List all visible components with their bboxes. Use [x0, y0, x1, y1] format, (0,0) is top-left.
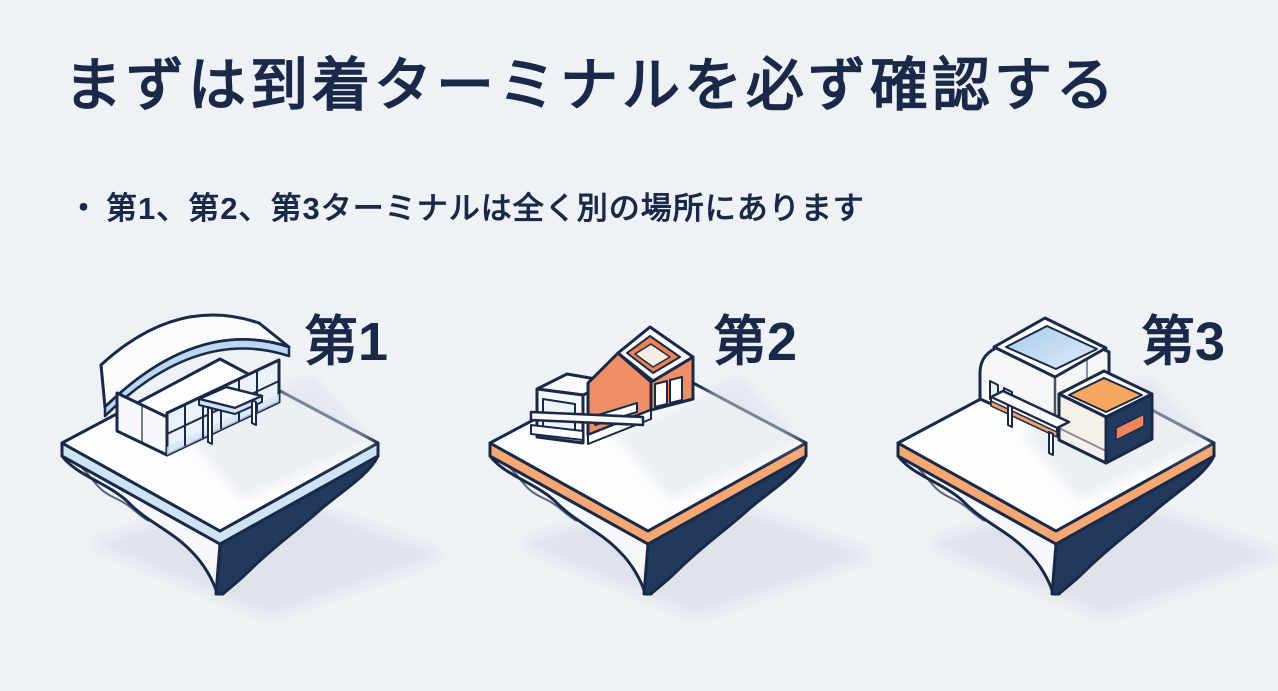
bench-leg-right: [1048, 431, 1054, 456]
terminal-1-illustration: [37, 313, 477, 675]
terminal-3-building: [978, 316, 1154, 465]
terminal-3-illustration: [873, 316, 1278, 675]
terminal-2-building: [529, 325, 695, 445]
canopy-walkway: [529, 410, 645, 427]
lower-walkway: [530, 424, 584, 441]
canopy-leg-left: [207, 406, 213, 445]
skylight-center: [634, 343, 671, 368]
terminal-2-card: 第2: [465, 295, 905, 685]
canopy-band: [198, 395, 263, 415]
page-title: まずは到着ターミナルを必ず確認する: [64, 53, 1119, 118]
bullet-marker: ・: [68, 191, 100, 226]
canopy-leg-right: [251, 399, 257, 426]
orange-box-roof: [1068, 377, 1143, 413]
bullet-text: 第1、第2、第3ターミナルは全く別の場所にあります: [106, 191, 865, 226]
terminal-3-card: 第3: [873, 295, 1278, 685]
right-window-2: [669, 376, 683, 404]
orange-box-window-slot: [1115, 413, 1145, 441]
bench-leg-left: [1007, 404, 1013, 428]
terminal-1-building: [99, 313, 291, 457]
roof-fascia: [103, 338, 291, 418]
terminal-2-label: 第2: [713, 312, 798, 372]
right-window-1: [654, 380, 668, 408]
glass-roof-pane: [1005, 325, 1098, 370]
bullet-item: ・ 第1、第2、第3ターミナルは全く別の場所にあります: [68, 183, 865, 228]
terminal-1-label: 第1: [304, 312, 389, 372]
terminal-2-illustration: [465, 325, 905, 675]
terminal-1-card: 第1: [37, 295, 477, 685]
orange-box-wall-seam: [1058, 427, 1107, 452]
terminal-3-label: 第3: [1141, 312, 1226, 372]
